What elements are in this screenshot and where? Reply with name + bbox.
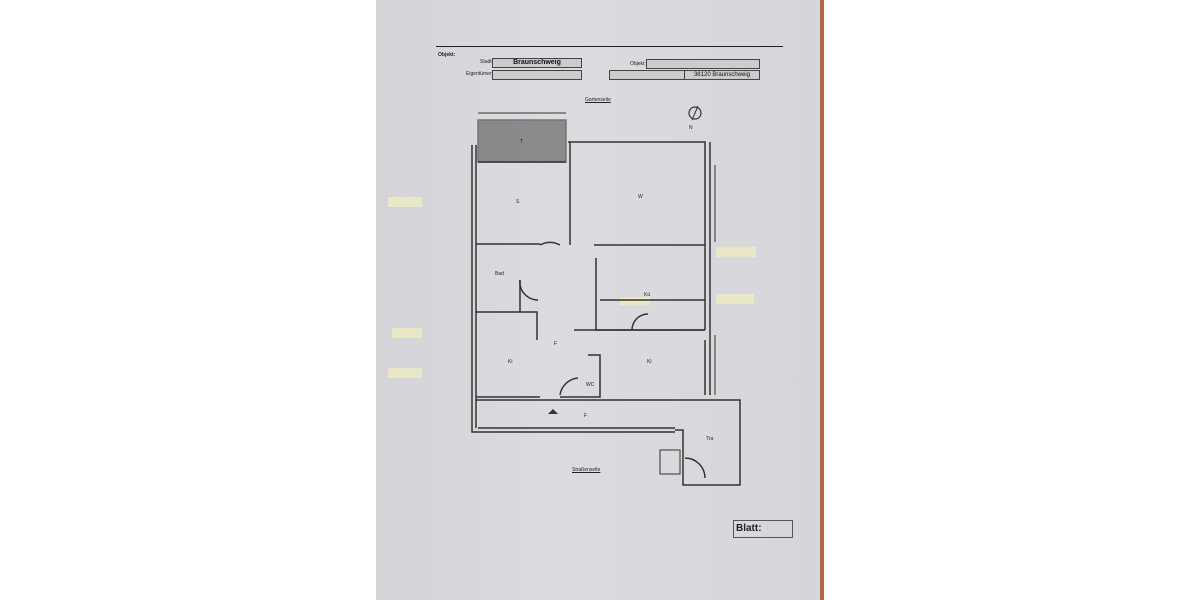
entrance-marker-icon — [548, 409, 558, 414]
room-bad: Bad — [495, 271, 504, 277]
blatt-label: Blatt: — [736, 523, 762, 534]
table-edge — [820, 0, 824, 600]
tape — [620, 297, 650, 305]
room-s: S — [516, 199, 520, 205]
top-side-label: Gartenseite — [585, 97, 611, 103]
objekt-heading: Objekt: — [438, 52, 456, 58]
header-rule — [436, 46, 783, 47]
room-flur-1: F — [554, 341, 557, 347]
north-label: N — [689, 125, 693, 131]
room-flur-2: F — [584, 413, 587, 419]
room-ki-2: Ki — [647, 359, 651, 365]
tape — [716, 294, 754, 304]
north-arrow-icon — [688, 106, 702, 120]
stadt-label: Stadt: — [480, 59, 494, 65]
blatt-field — [733, 520, 793, 538]
objekt-field — [646, 59, 760, 69]
eigentuemer-label: Eigentümer: — [466, 71, 493, 77]
room-kueche: Kü — [644, 292, 650, 298]
plz-field: 38120 Braunschweig — [684, 70, 760, 80]
bottom-side-label: Straßenseite — [572, 467, 601, 473]
tape — [716, 247, 756, 257]
room-terrace: T — [520, 139, 523, 145]
room-treppe: Tra — [706, 436, 714, 442]
stadt-field: Braunschweig — [492, 58, 582, 68]
tape — [388, 197, 422, 207]
tape — [392, 328, 422, 338]
room-ki-1: Ki — [508, 359, 512, 365]
room-wc: WC — [586, 382, 595, 388]
objekt-label: Objekt: — [630, 61, 646, 67]
eigentuemer-field — [492, 70, 582, 80]
room-w: W — [638, 194, 643, 200]
tape — [388, 368, 422, 378]
